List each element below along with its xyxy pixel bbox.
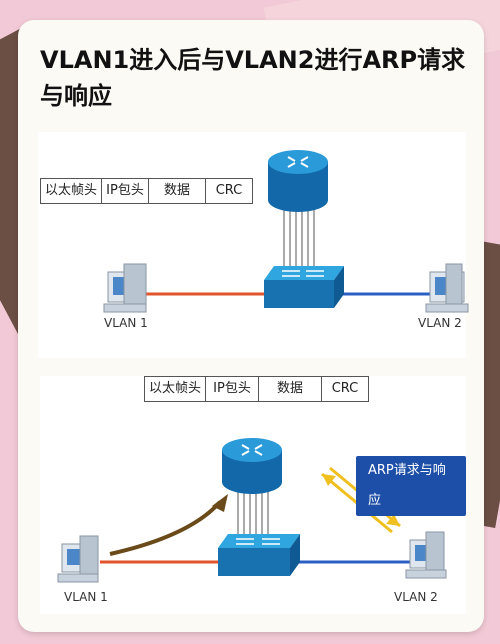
host-label-vlan2: VLAN 2 xyxy=(394,590,438,604)
computer-icon-vlan1 xyxy=(103,263,147,313)
computer-icon-vlan1 xyxy=(57,535,99,583)
frame-field-ethernet-header: 以太帧头 xyxy=(41,179,102,203)
frame-format-table: 以太帧头 IP包头 数据 CRC xyxy=(144,376,369,402)
frame-field-crc: CRC xyxy=(215,183,243,198)
host-label-vlan2: VLAN 2 xyxy=(418,316,462,330)
content-card: VLAN1进入后与VLAN2进行ARP请求与响应 以太帧头 IP包头 数据 CR… xyxy=(18,20,484,632)
arp-callout: ARP请求与响应 xyxy=(356,456,466,516)
computer-icon-vlan2 xyxy=(425,263,469,313)
computer-icon-vlan2 xyxy=(405,531,447,579)
diagram-panel-1: 以太帧头 IP包头 数据 CRC xyxy=(38,132,469,358)
frame-field-crc: CRC xyxy=(331,381,359,396)
switch-icon xyxy=(264,266,344,308)
network-diagram-2 xyxy=(57,438,447,583)
router-icon xyxy=(222,438,282,494)
host-label-vlan1: VLAN 1 xyxy=(104,316,148,330)
switch-icon xyxy=(218,534,300,576)
host-label-vlan1: VLAN 1 xyxy=(64,590,108,604)
diagram-panel-2: 以太帧头 IP包头 数据 CRC xyxy=(40,376,466,614)
frame-field-ethernet-header: 以太帧头 xyxy=(145,377,206,401)
frame-field-ip-header: IP包头 xyxy=(102,179,149,203)
frame-field-data: 数据 xyxy=(259,377,322,401)
page-title: VLAN1进入后与VLAN2进行ARP请求与响应 xyxy=(40,46,466,110)
router-icon xyxy=(268,150,328,212)
frame-format-table: 以太帧头 IP包头 数据 CRC xyxy=(40,178,253,204)
frame-field-data: 数据 xyxy=(149,179,206,203)
network-diagram-1 xyxy=(103,150,469,313)
path-arrow xyxy=(109,494,228,556)
frame-field-ip-header: IP包头 xyxy=(206,377,259,401)
